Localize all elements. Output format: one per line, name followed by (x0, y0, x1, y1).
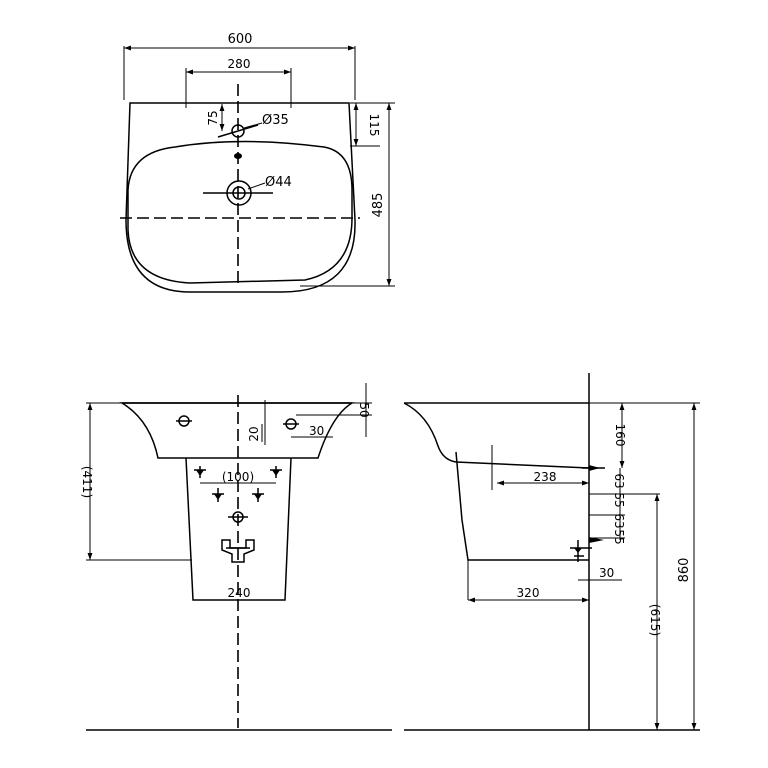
dim-hole-drop: 20 (247, 426, 261, 441)
dim-a: 63 (612, 473, 626, 488)
dim-d: 55 (612, 529, 626, 544)
dim-overall-width: 600 (228, 32, 253, 47)
side-basin-outline (403, 402, 590, 469)
dim-fixing-spacing: (100) (222, 470, 254, 484)
dim-floor-height: (615) (648, 604, 662, 636)
dim-pedestal-width: 240 (228, 586, 251, 600)
dim-pedestal-depth: 320 (517, 586, 540, 600)
dim-hole-offset: 30 (309, 424, 324, 438)
dim-tap-spacing: 280 (228, 57, 251, 71)
front-fixing-right (270, 466, 282, 478)
dim-fixing-depth: 238 (534, 470, 557, 484)
dim-rim-height: 50 (357, 402, 371, 417)
front-pedestal-fixing-right (252, 488, 264, 502)
side-trap (570, 537, 604, 562)
dim-waste-hole: Ø44 (265, 175, 292, 190)
bowl-inner-outline (127, 140, 353, 284)
overflow-hole (234, 153, 242, 159)
tap-hole (231, 124, 245, 138)
basin-top-outline (125, 102, 356, 293)
dim-total-height: 860 (677, 558, 692, 583)
front-basin-outline (119, 402, 355, 459)
side-pedestal-outline (455, 451, 589, 561)
dim-tap-hole: Ø35 (262, 113, 289, 128)
waste-hole-leader (247, 182, 266, 190)
dim-wall-gap: 30 (599, 566, 614, 580)
side-wall-fixing (582, 465, 605, 471)
dim-top-to-fixing: 160 (613, 424, 627, 447)
side-view: 160 238 63 55 63 55 30 320 (403, 373, 700, 731)
front-fixing-left (194, 466, 206, 478)
top-view: 600 280 75 Ø35 Ø44 115 485 (120, 32, 395, 293)
front-view: (411) 50 20 30 (100) (80, 383, 392, 731)
dim-c: 63 (612, 513, 626, 528)
dim-depth: 485 (371, 193, 386, 218)
dim-basin-height: (411) (80, 466, 94, 498)
tap-hole-leader (243, 122, 263, 129)
dim-tap-offset: 75 (206, 110, 220, 125)
front-pedestal-fixing-left (212, 488, 224, 502)
dim-b: 55 (612, 492, 626, 507)
dim-rim: 115 (367, 114, 381, 137)
